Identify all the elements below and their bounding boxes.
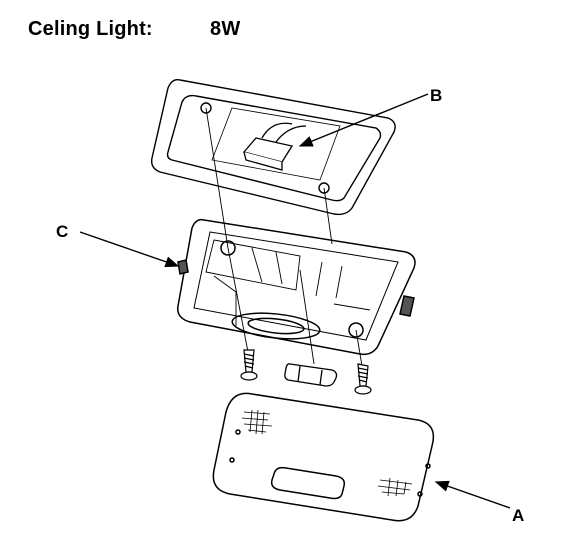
lens-cover (212, 392, 435, 522)
callout-label-b: B (430, 86, 443, 105)
screw-right (354, 363, 372, 395)
title-label: Celing Light: (28, 18, 153, 40)
arrow-b (298, 93, 429, 147)
arrow-a (434, 480, 511, 509)
bulb (284, 363, 338, 387)
assembly-guide-lines (205, 107, 363, 367)
callout-label-a: A (512, 506, 525, 525)
connector (242, 122, 307, 171)
light-housing (177, 218, 416, 356)
diagram-title: Celing Light: 8W (28, 18, 240, 41)
mounting-frame (150, 78, 396, 216)
screw-left (240, 349, 258, 381)
wattage-value: 8W (210, 18, 241, 40)
callout-arrows (79, 93, 511, 509)
callout-label-c: C (56, 222, 69, 241)
arrow-c (79, 231, 180, 268)
